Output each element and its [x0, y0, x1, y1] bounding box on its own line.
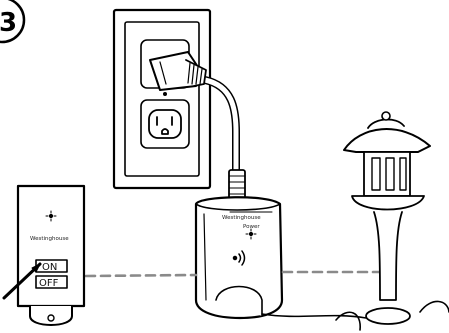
receiver-brand: Westinghouse [222, 215, 261, 221]
off-label: OFF [39, 278, 59, 289]
wall-outlet [114, 10, 210, 188]
receiver-power-label: Power [243, 224, 260, 230]
outlet-socket-lower [149, 110, 181, 138]
step-badge: 3 [0, 0, 24, 42]
step-number: 3 [0, 8, 17, 38]
remote-brand: Westinghouse [30, 236, 69, 242]
receiver-module: Westinghouse Power [196, 197, 282, 318]
garden-lamp [262, 112, 449, 330]
remote-control: Westinghouse ON OFF [4, 186, 84, 325]
on-label: ON [42, 262, 57, 273]
